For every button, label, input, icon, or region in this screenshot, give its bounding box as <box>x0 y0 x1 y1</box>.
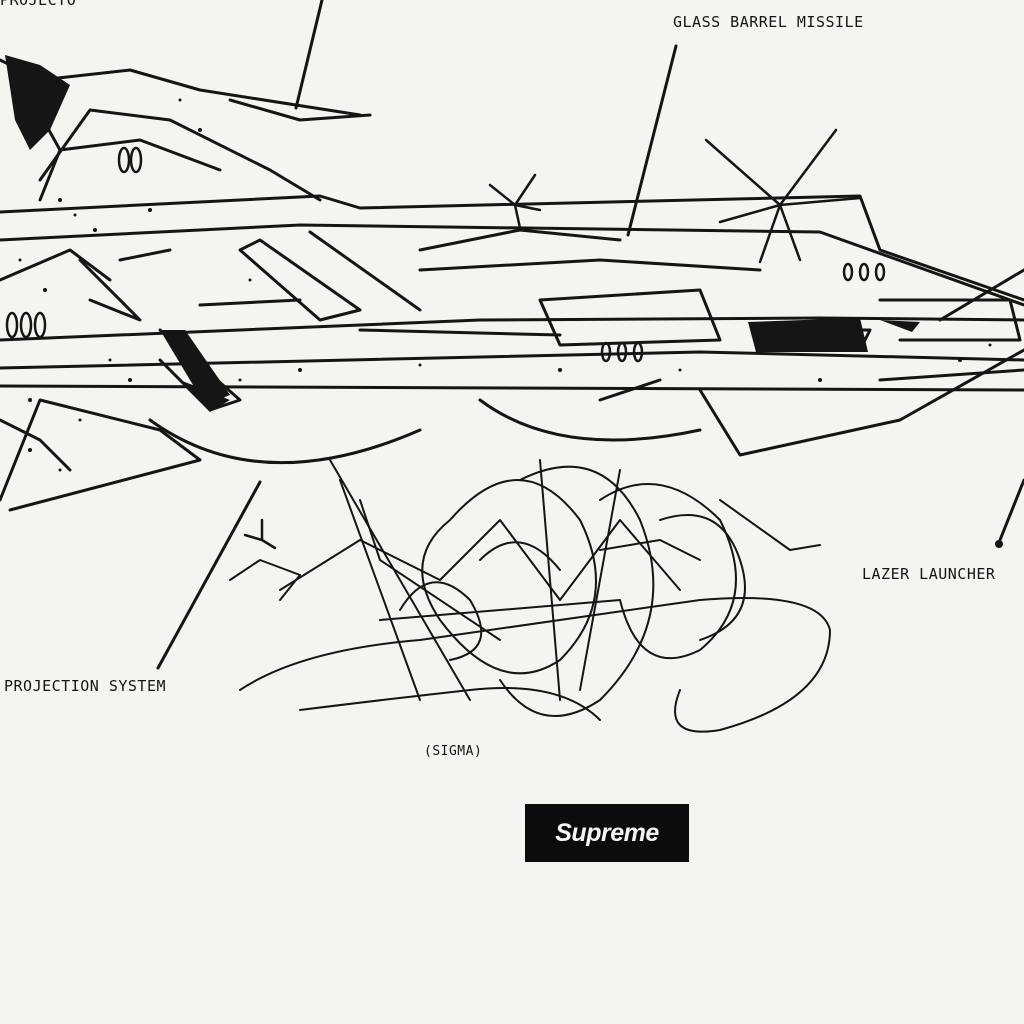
label-projection-system: PROJECTION SYSTEM <box>4 677 167 695</box>
print-texture <box>18 98 992 472</box>
ship-hull <box>0 58 1024 512</box>
label-lazer-launcher: LAZER LAUNCHER <box>862 565 996 583</box>
logo-text: Supreme <box>555 818 659 847</box>
leader-line-glass-missile <box>626 44 678 237</box>
label-top-clipped: PROJECTO <box>0 0 77 9</box>
leader-line-top <box>294 0 324 110</box>
label-glass-barrel-missile: GLASS BARREL MISSILE <box>673 13 864 31</box>
leader-line-projection <box>156 480 262 670</box>
vent-slots <box>5 146 886 363</box>
label-sigma: (SIGMA) <box>424 744 483 759</box>
scribble-signature <box>229 459 831 733</box>
ship-shading <box>5 55 920 412</box>
leader-line-lazer <box>998 478 1024 542</box>
sparkle-stars <box>243 128 862 550</box>
supreme-box-logo: Supreme <box>525 804 689 862</box>
